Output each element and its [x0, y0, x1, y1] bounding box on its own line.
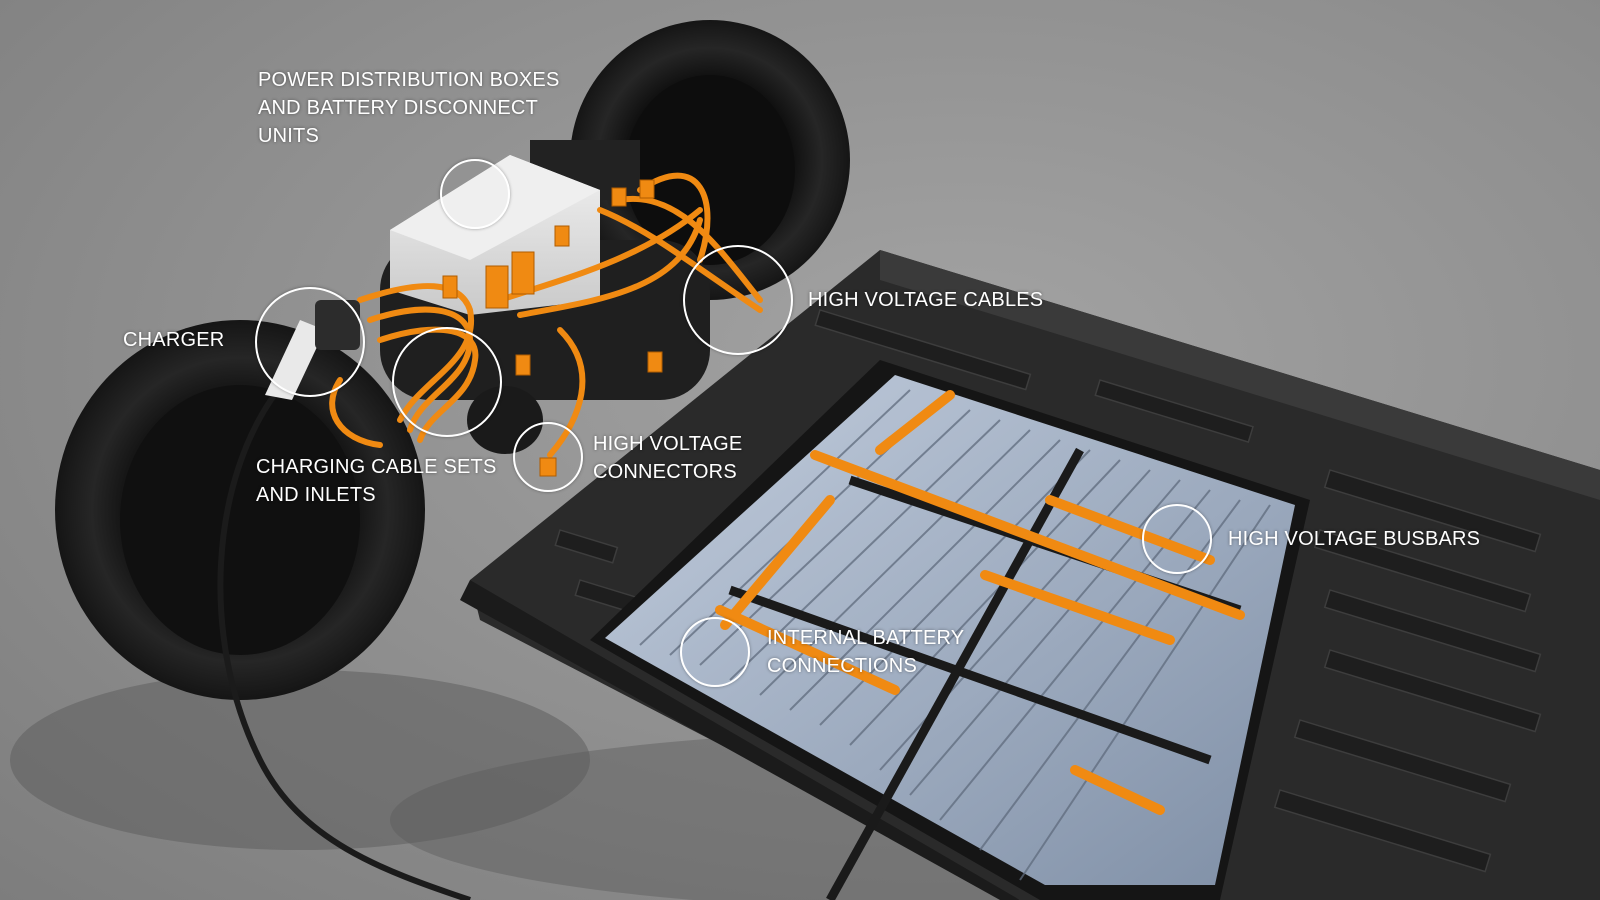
callout-label-power-distribution: POWER DISTRIBUTION BOXES AND BATTERY DIS…: [258, 66, 560, 150]
label-line: HIGH VOLTAGE CABLES: [808, 289, 1044, 311]
tray-ribs: [554, 309, 1542, 873]
callout-ring-high-voltage-busbars: [1142, 504, 1212, 574]
callout-label-internal-battery-connections: INTERNAL BATTERY CONNECTIONS: [767, 624, 964, 680]
callout-ring-high-voltage-connectors: [513, 422, 583, 492]
callout-ring-high-voltage-cables: [683, 245, 793, 355]
label-line: POWER DISTRIBUTION BOXES: [258, 69, 560, 91]
label-line: INTERNAL BATTERY: [767, 627, 965, 649]
callout-ring-charging-cable-sets: [392, 327, 502, 437]
callout-ring-charger: [255, 287, 365, 397]
label-line: HIGH VOLTAGE: [593, 433, 743, 455]
callout-label-high-voltage-busbars: HIGH VOLTAGE BUSBARS: [1228, 525, 1480, 553]
battery-cell-area: [590, 360, 1310, 900]
callout-ring-power-distribution: [440, 159, 510, 229]
label-line: CONNECTORS: [593, 461, 737, 483]
callout-ring-internal-battery-connections: [680, 617, 750, 687]
label-line: HIGH VOLTAGE BUSBARS: [1228, 528, 1481, 550]
label-line: CONNECTIONS: [767, 655, 917, 677]
label-line: AND INLETS: [256, 484, 376, 506]
label-line: CHARGER: [123, 329, 225, 351]
callout-label-high-voltage-connectors: HIGH VOLTAGE CONNECTORS: [593, 430, 742, 486]
busbars: [715, 390, 1245, 815]
label-line: CHARGING CABLE SETS: [256, 456, 497, 478]
front-wheel: [55, 320, 425, 700]
label-line: UNITS: [258, 125, 319, 147]
callout-label-charging-cable-sets: CHARGING CABLE SETS AND INLETS: [256, 453, 497, 509]
callout-label-charger: CHARGER: [123, 326, 224, 354]
label-line: AND BATTERY DISCONNECT: [258, 97, 538, 119]
callout-label-high-voltage-cables: HIGH VOLTAGE CABLES: [808, 286, 1043, 314]
